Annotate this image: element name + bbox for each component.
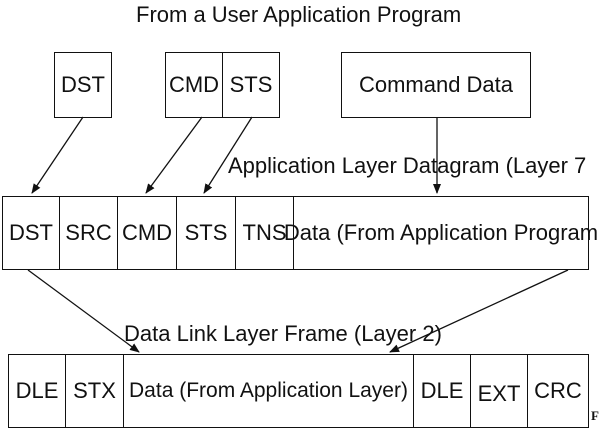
layer2-cell-stx-label: STX xyxy=(73,378,116,403)
layer2-cell-crc-label: CRC xyxy=(534,378,582,403)
layer2-cell-crc: CRC xyxy=(528,355,588,427)
layer7-cell-sts-label: STS xyxy=(184,220,228,245)
top-box-cmd: CMD xyxy=(166,53,223,117)
layer7-cell-tns: TNS xyxy=(236,197,294,269)
top-box-command-data-label: Command Data xyxy=(358,72,514,97)
layer2-cell-stx: STX xyxy=(66,355,124,427)
layer2-cell-data: Data (From Application Layer) xyxy=(124,355,414,427)
layer7-datagram-row: DST SRC CMD STS TNS Data (From Applicati… xyxy=(2,196,598,270)
top-box-cmd-sts: CMD STS xyxy=(165,52,280,118)
arrow-layer7-to-layer2-data-right xyxy=(389,269,569,353)
layer2-label: Data Link Layer Frame (Layer 2) xyxy=(124,321,442,346)
arrow-dst-to-layer7-dst xyxy=(31,116,84,194)
layer7-cell-src-label: SRC xyxy=(65,220,112,245)
layer2-cell-data-label: Data (From Application Layer) xyxy=(129,379,408,402)
top-box-dst-label: DST xyxy=(61,72,105,97)
layer2-frame-row: DLE STX Data (From Application Layer) DL… xyxy=(8,354,589,428)
top-box-sts-label: STS xyxy=(229,72,273,97)
layer7-cell-dst: DST xyxy=(3,197,60,269)
arrow-cmd-to-layer7-cmd xyxy=(145,116,203,194)
layer2-cell-dle-end-label: DLE xyxy=(420,378,464,403)
arrow-sts-to-layer7-sts xyxy=(203,116,253,194)
layer2-cell-ext: EXT xyxy=(471,355,528,427)
top-box-dst: DST xyxy=(54,52,112,118)
layer7-cell-data: Data (From Application Program xyxy=(284,197,598,269)
layer7-cell-sts: STS xyxy=(177,197,236,269)
diagram-title: From a User Application Program xyxy=(136,2,462,27)
layer2-cell-dle-start-label: DLE xyxy=(15,378,59,403)
layer7-cell-cmd: CMD xyxy=(118,197,177,269)
top-box-sts: STS xyxy=(223,53,279,117)
layer7-cell-src: SRC xyxy=(60,197,118,269)
layer7-cell-tns-label: TNS xyxy=(242,220,287,245)
top-box-command-data: Command Data xyxy=(341,52,531,118)
arrow-layer7-to-layer2-data-left xyxy=(27,269,140,353)
layer2-cell-ext-label: EXT xyxy=(477,381,521,406)
layer2-cell-dle-start: DLE xyxy=(9,355,66,427)
layer7-label: Application Layer Datagram (Layer 7 xyxy=(228,153,587,178)
layer2-cell-dle-end: DLE xyxy=(414,355,471,427)
corner-mark: F xyxy=(591,408,599,423)
top-box-cmd-label: CMD xyxy=(168,72,220,97)
layer7-cell-data-label: Data (From Application Program xyxy=(283,220,599,245)
layer7-cell-dst-label: DST xyxy=(9,220,53,245)
layer7-cell-cmd-label: CMD xyxy=(121,220,173,245)
